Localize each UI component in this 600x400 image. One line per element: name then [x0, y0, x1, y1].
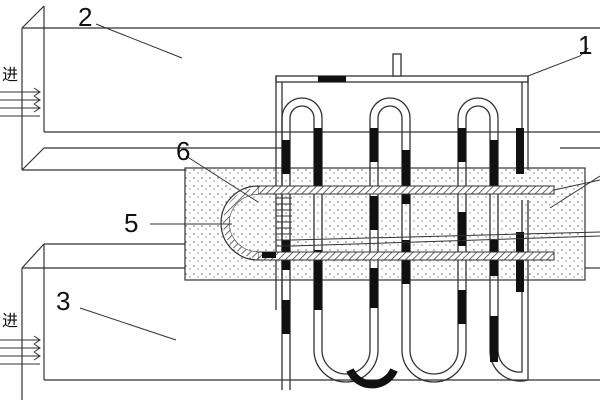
inlet-arrows-top — [0, 87, 41, 117]
lower-duct — [21, 243, 600, 400]
label-inlet-top: 进 — [2, 66, 18, 84]
dark-bottom-bend — [346, 368, 398, 389]
pipe-dark-segments — [282, 128, 524, 362]
label-part-5: 5 — [124, 208, 138, 238]
label-part-3: 3 — [56, 286, 70, 316]
insulation-block — [184, 167, 586, 281]
upper-duct — [21, 5, 600, 171]
label-part-1: 1 — [578, 30, 592, 60]
inlet-arrows-bottom — [0, 335, 41, 365]
frame-dark-segment — [318, 76, 346, 82]
leader-lines — [79, 23, 600, 341]
label-inlet-bottom: 进 — [2, 312, 18, 330]
label-part-6: 6 — [176, 136, 190, 166]
serpentine-pipe — [281, 97, 529, 390]
label-part-2: 2 — [78, 2, 92, 32]
inner-tube-assembly — [220, 179, 600, 261]
